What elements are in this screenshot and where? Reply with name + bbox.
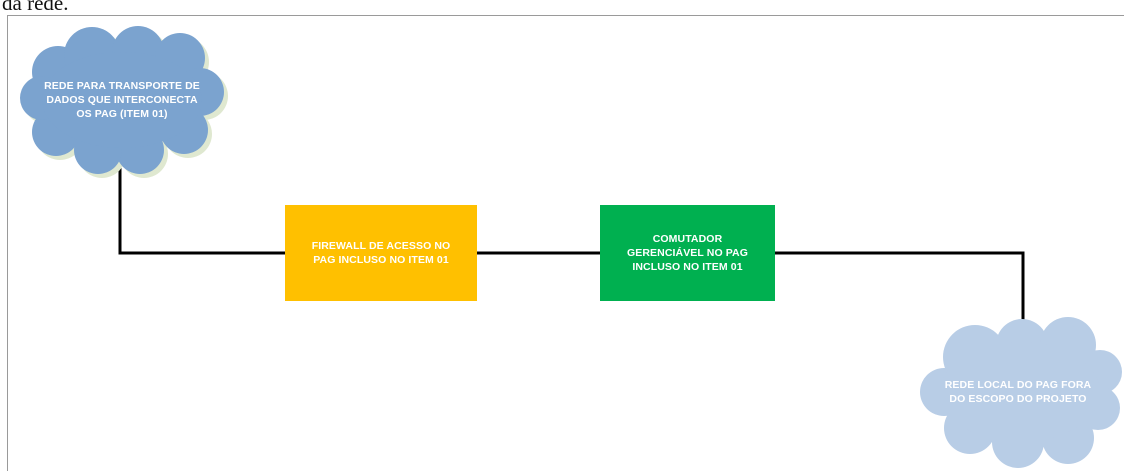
diagram-frame	[7, 15, 1124, 471]
cloud-local-shape	[920, 317, 1122, 468]
connector-cloud-to-firewall	[118, 168, 285, 255]
cloud-transport-shape	[20, 26, 228, 178]
switch-label: COMUTADOR GERENCIÁVEL NO PAG INCLUSO NO …	[626, 233, 748, 273]
firewall-box	[285, 205, 477, 301]
cloud-local-label: REDE LOCAL DO PAG FORA DO ESCOPO DO PROJ…	[944, 379, 1092, 405]
connector-switch-to-local-cloud	[775, 251, 1025, 326]
top-caption: da rede.	[2, 0, 69, 15]
switch-box	[600, 205, 775, 301]
firewall-label: FIREWALL DE ACESSO NO PAG INCLUSO NO ITE…	[311, 240, 451, 266]
cloud-transport-label: REDE PARA TRANSPORTE DE DADOS QUE INTERC…	[44, 80, 200, 120]
cloud-transport-fill	[20, 26, 224, 174]
